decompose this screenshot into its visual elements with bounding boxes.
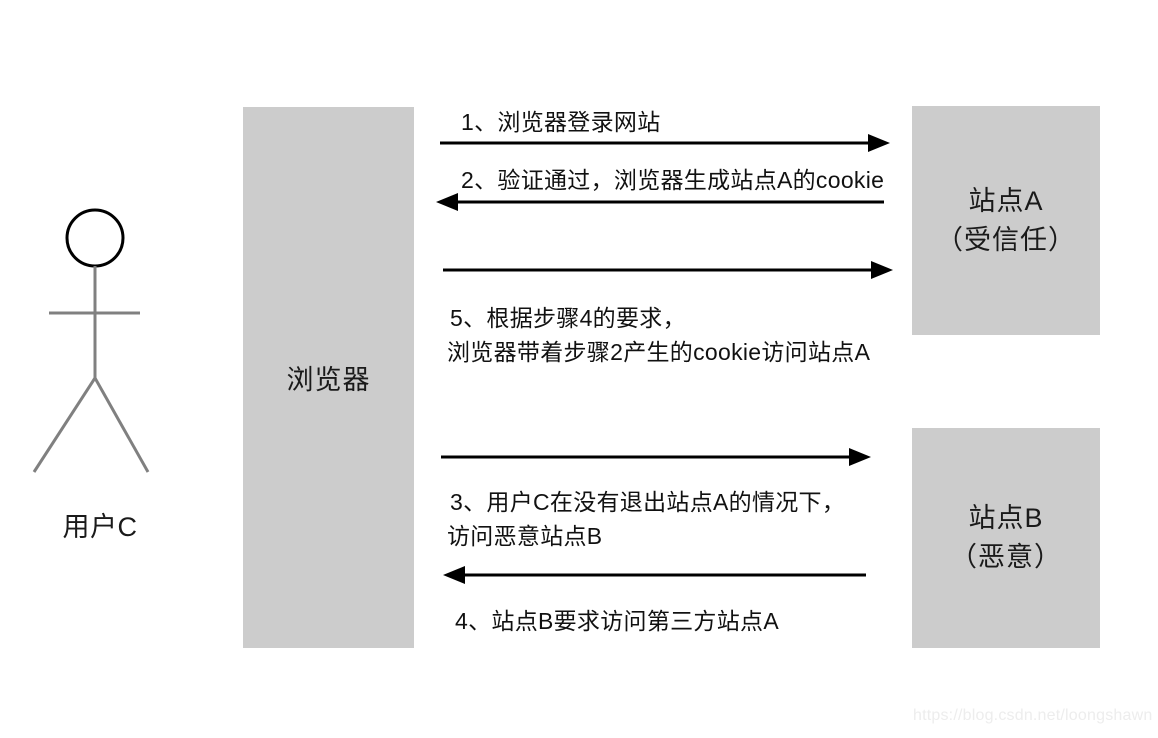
message-1-label: 1、浏览器登录网站 xyxy=(461,109,661,135)
stick-figure-icon xyxy=(20,200,220,490)
message-5-label-line2: 浏览器带着步骤2产生的cookie访问站点A xyxy=(447,339,871,365)
message-3-label-line1: 3、用户C在没有退出站点A的情况下， xyxy=(450,489,846,515)
browser-lifeline-bar xyxy=(243,107,414,648)
message-2-arrow-left xyxy=(436,190,886,214)
message-4-label: 4、站点B要求访问第三方站点A xyxy=(455,608,779,634)
message-5-label-line1: 5、根据步骤4的要求， xyxy=(450,305,686,331)
site-b-title: 站点B xyxy=(968,503,1044,533)
actor-label: 用户C xyxy=(62,512,138,542)
message-4-arrow-left xyxy=(443,563,868,587)
watermark-text: https://blog.csdn.net/loongshawn xyxy=(913,707,1153,724)
participant-box-site-a: 站点A （受信任） xyxy=(912,106,1100,335)
browser-lifeline-label: 浏览器 xyxy=(286,365,371,395)
site-a-title: 站点A xyxy=(968,185,1044,216)
participant-box-site-b: 站点B （恶意） xyxy=(912,428,1100,648)
message-5-arrow-right xyxy=(441,258,896,282)
message-2-label: 2、验证通过，浏览器生成站点A的cookie xyxy=(461,167,885,193)
message-1-arrow-right xyxy=(438,131,893,155)
site-b-subtitle: （恶意） xyxy=(950,542,1062,572)
message-3-label-line2: 访问恶意站点B xyxy=(447,523,603,549)
site-a-subtitle: （受信任） xyxy=(936,224,1076,255)
message-3-arrow-right xyxy=(439,445,874,469)
